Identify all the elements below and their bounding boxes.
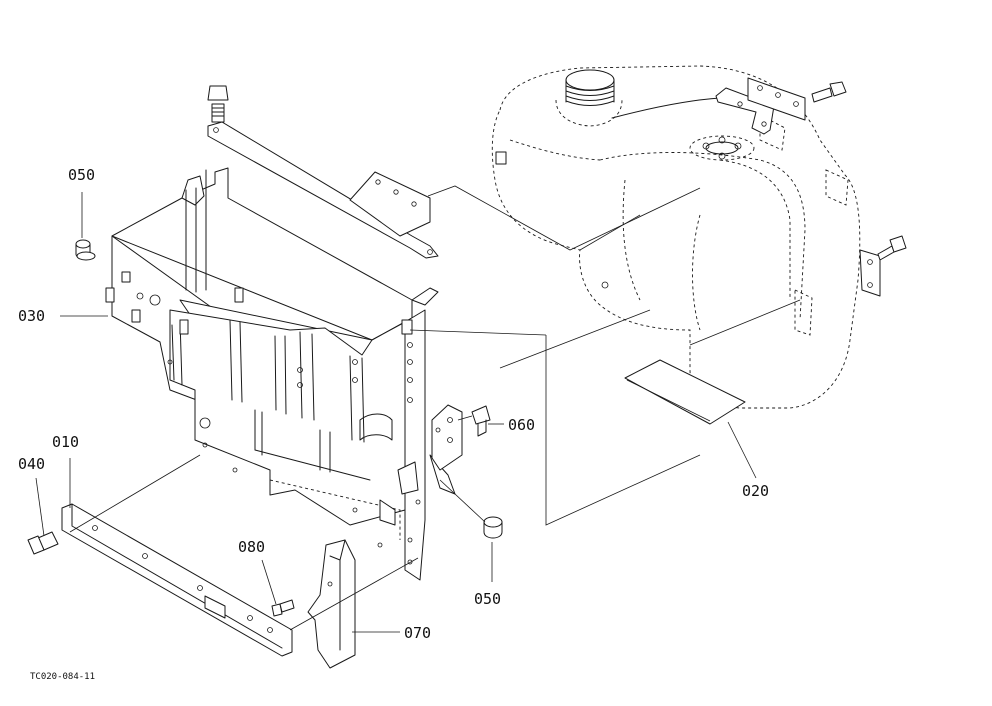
- figure-code: TC020-084-11: [30, 672, 95, 682]
- side-cover: [307, 539, 356, 669]
- rubber-cushion-top: [75, 239, 96, 261]
- hinge-bracket: [431, 404, 491, 471]
- tank-bracket-frame: [105, 167, 456, 581]
- bottom-bar: [61, 503, 293, 657]
- callout-080: 080: [238, 538, 265, 556]
- callout-050-bottom: 050: [474, 590, 501, 608]
- rubber-cushion-bottom: [483, 516, 503, 539]
- callout-070: 070: [404, 624, 431, 642]
- bolt-040: [27, 531, 59, 555]
- callout-040: 040: [18, 455, 45, 473]
- bolt-080: [271, 599, 295, 617]
- callout-030: 030: [18, 307, 45, 325]
- callout-050-top: 050: [68, 166, 95, 184]
- tank-mat: [624, 359, 746, 425]
- top-strap: [207, 85, 439, 259]
- leader-lines: [35, 185, 801, 633]
- fuel-tank: [491, 65, 861, 409]
- callout-010: 010: [52, 433, 79, 451]
- callout-060: 060: [508, 416, 535, 434]
- tank-straps: [715, 77, 907, 297]
- callout-020: 020: [742, 482, 769, 500]
